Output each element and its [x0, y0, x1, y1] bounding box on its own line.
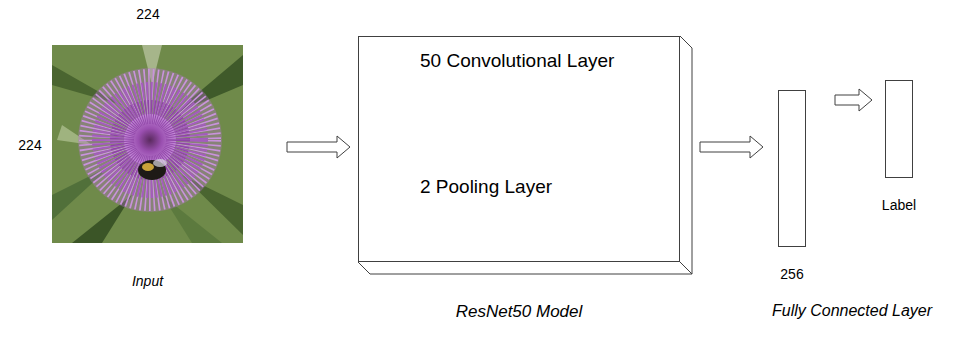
hollow-arrow: [287, 136, 350, 158]
hollow-arrow: [835, 89, 872, 111]
flower-photo: [52, 45, 243, 243]
box-edge: [680, 262, 692, 274]
box-depth: [358, 36, 692, 274]
model-box: 50 Convolutional Layer 2 Pooling Layer: [358, 36, 680, 262]
layer-bar: 256: [778, 90, 806, 247]
box-3d-outline: [358, 36, 694, 276]
section-label: ResNet50 Model: [456, 302, 583, 322]
box-front: [359, 37, 680, 262]
layer-count-text: 50 Convolutional Layer: [420, 48, 620, 74]
hollow-arrow: [700, 136, 763, 158]
layer-count-text: 2 Pooling Layer: [420, 174, 620, 200]
dimension-label: 224: [18, 137, 41, 153]
caption-text: Label: [882, 197, 916, 213]
input-image: Input: [52, 45, 243, 243]
dimension-label: 224: [136, 6, 159, 22]
section-label: Fully Connected Layer: [772, 302, 932, 320]
caption-text: 256: [780, 266, 803, 282]
caption-text: Input: [132, 273, 163, 289]
layer-bar: Label: [885, 80, 913, 178]
